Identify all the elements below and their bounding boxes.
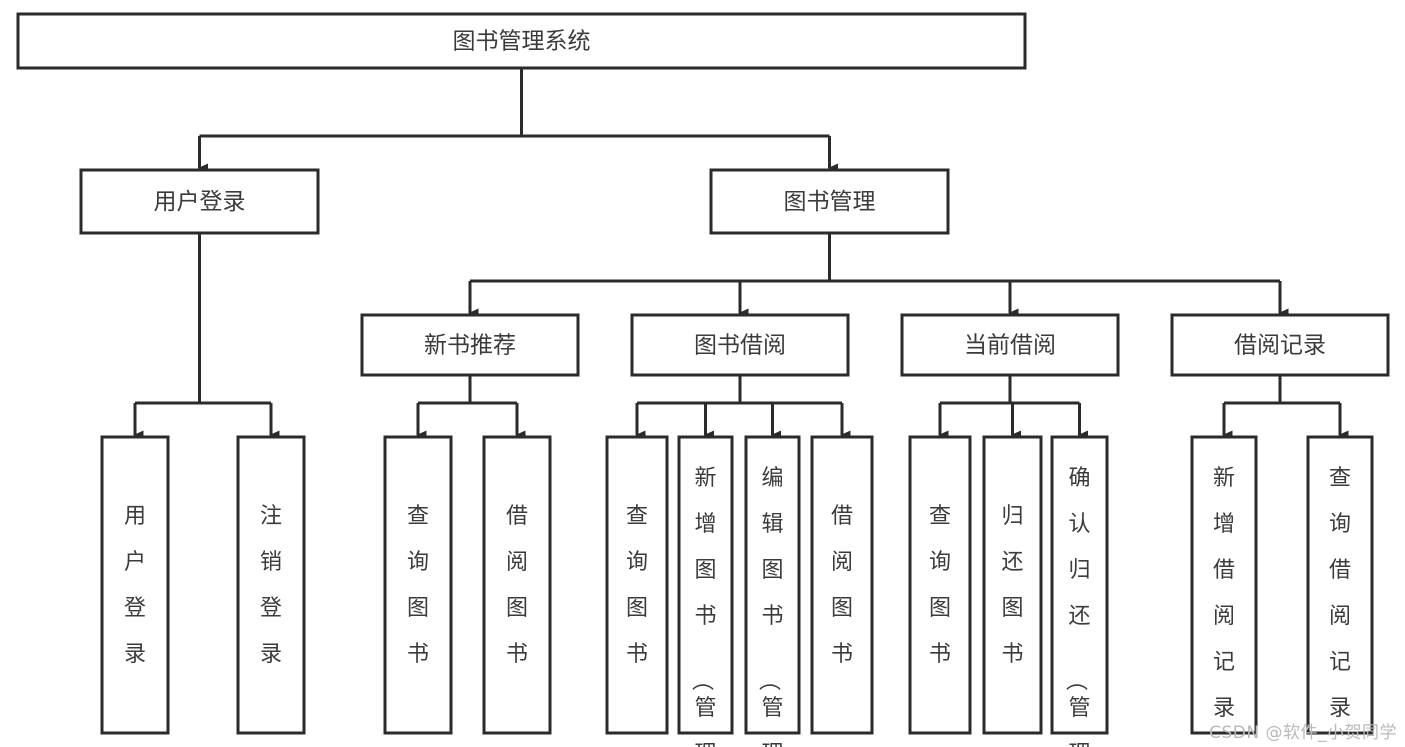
node-box-leaf-query-book-1[interactable] — [383, 435, 453, 735]
node-borrow-record[interactable]: 借阅记录 — [1170, 313, 1390, 377]
node-label-book-borrow: 图书借阅 — [694, 333, 786, 359]
node-box-leaf-user-login[interactable] — [100, 435, 170, 735]
node-leaf-add-book[interactable]: 新增图书（管理员） — [677, 435, 734, 747]
edge-group-new-book-recommend — [416, 375, 526, 440]
node-label-current-borrow: 当前借阅 — [964, 333, 1056, 359]
node-box-leaf-borrow-book-2[interactable] — [810, 435, 874, 735]
node-root[interactable]: 图书管理系统 — [16, 12, 1027, 70]
node-label-leaf-query-book-3: 查询图书 — [929, 504, 951, 667]
node-leaf-borrow-book-2[interactable]: 借阅图书 — [810, 435, 874, 735]
node-label-leaf-edit-book: 编辑图书（管理员） — [755, 466, 783, 747]
nodes-layer: 图书管理系统用户登录图书管理新书推荐图书借阅当前借阅借阅记录用户登录注销登录查询… — [16, 12, 1390, 747]
node-box-leaf-user-logout[interactable] — [236, 435, 306, 735]
node-label-leaf-add-record: 新增借阅记录 — [1213, 466, 1235, 721]
node-label-leaf-user-login: 用户登录 — [124, 504, 146, 667]
node-box-leaf-edit-book[interactable] — [744, 435, 801, 735]
node-box-leaf-add-record[interactable] — [1190, 435, 1258, 735]
node-leaf-borrow-book-1[interactable]: 借阅图书 — [482, 435, 552, 735]
node-leaf-return-book[interactable]: 归还图书 — [982, 435, 1043, 735]
node-label-leaf-confirm-return: 确认归还（管理员） — [1062, 466, 1090, 747]
node-leaf-query-book-2[interactable]: 查询图书 — [605, 435, 669, 735]
node-box-leaf-query-book-2[interactable] — [605, 435, 669, 735]
node-box-leaf-query-book-3[interactable] — [908, 435, 972, 735]
edge-group-borrow-record — [1222, 375, 1349, 440]
node-label-borrow-record: 借阅记录 — [1234, 333, 1326, 359]
node-user-login[interactable]: 用户登录 — [79, 168, 320, 235]
node-book-borrow[interactable]: 图书借阅 — [630, 313, 850, 377]
node-leaf-add-record[interactable]: 新增借阅记录 — [1190, 435, 1258, 735]
node-box-leaf-return-book[interactable] — [982, 435, 1043, 735]
node-leaf-user-login[interactable]: 用户登录 — [100, 435, 170, 735]
node-box-borrow-record[interactable] — [1170, 313, 1390, 377]
node-label-root: 图书管理系统 — [453, 29, 591, 55]
node-book-manage[interactable]: 图书管理 — [709, 168, 950, 235]
node-box-root[interactable] — [16, 12, 1027, 70]
node-box-leaf-borrow-book-1[interactable] — [482, 435, 552, 735]
edge-group-user-login — [133, 233, 280, 440]
node-box-user-login[interactable] — [79, 168, 320, 235]
edge-group-current-borrow — [938, 375, 1089, 440]
node-leaf-edit-book[interactable]: 编辑图书（管理员） — [744, 435, 801, 747]
edges-layer — [133, 68, 1349, 440]
node-label-user-login: 用户登录 — [154, 189, 246, 215]
node-label-leaf-borrow-book-1: 借阅图书 — [506, 504, 528, 667]
node-current-borrow[interactable]: 当前借阅 — [900, 313, 1120, 377]
node-box-leaf-confirm-return[interactable] — [1050, 435, 1109, 735]
node-label-leaf-query-book-2: 查询图书 — [626, 504, 648, 667]
node-label-leaf-add-book: 新增图书（管理员） — [688, 466, 716, 747]
node-box-leaf-add-book[interactable] — [677, 435, 734, 735]
node-label-leaf-query-record: 查询借阅记录 — [1329, 466, 1351, 721]
node-box-book-borrow[interactable] — [630, 313, 850, 377]
node-label-new-book-recommend: 新书推荐 — [424, 333, 516, 359]
node-label-book-manage: 图书管理 — [784, 189, 876, 215]
node-leaf-query-book-1[interactable]: 查询图书 — [383, 435, 453, 735]
node-label-leaf-query-book-1: 查询图书 — [407, 504, 429, 667]
edge-group-book-manage — [468, 233, 1289, 318]
node-leaf-query-book-3[interactable]: 查询图书 — [908, 435, 972, 735]
watermark-label: CSDN @软件_小贺同学 — [1209, 723, 1397, 743]
node-leaf-query-record[interactable]: 查询借阅记录 — [1306, 435, 1374, 735]
edge-group-root — [197, 68, 839, 173]
node-leaf-confirm-return[interactable]: 确认归还（管理员） — [1050, 435, 1109, 747]
node-leaf-user-logout[interactable]: 注销登录 — [236, 435, 306, 735]
node-label-leaf-return-book: 归还图书 — [1001, 504, 1023, 667]
node-label-leaf-borrow-book-2: 借阅图书 — [831, 504, 853, 667]
node-box-current-borrow[interactable] — [900, 313, 1120, 377]
node-box-leaf-query-record[interactable] — [1306, 435, 1374, 735]
edge-group-book-borrow — [635, 375, 851, 440]
node-new-book-recommend[interactable]: 新书推荐 — [360, 313, 580, 377]
node-label-leaf-user-logout: 注销登录 — [260, 504, 282, 667]
node-box-book-manage[interactable] — [709, 168, 950, 235]
node-box-new-book-recommend[interactable] — [360, 313, 580, 377]
